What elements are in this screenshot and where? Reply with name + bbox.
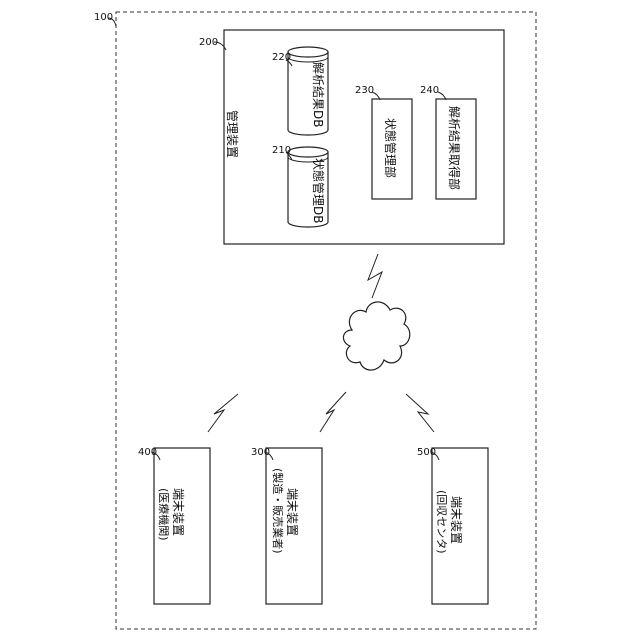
analysis-result-acquisition-unit-ref: 240 [420,85,439,96]
terminal-collection-line2: (回収センタ) [435,490,448,554]
terminal-medical-line2: (医療機関) [157,488,171,541]
wireless-link-icon [320,392,346,432]
state-management-unit-label: 状態管理部 [383,118,398,178]
terminal-manufacturer-line1: 端末装置 [285,488,299,536]
management-device-label: 管理装置 [225,110,240,158]
network-cloud-icon [343,302,409,370]
wireless-link-icon [208,394,238,432]
wireless-link-icon [406,394,434,432]
system-ref: 100 [94,12,113,23]
state-management-unit-ref: 230 [355,85,374,96]
state-management-db: 状態管理DB [288,147,328,227]
terminal-manufacturer-line2: (製造・販売業者) [271,468,285,554]
terminal-collection-line1: 端末装置 [449,496,463,544]
analysis-result-acquisition-unit-label: 解析結果取得部 [447,106,462,190]
terminal-medical-line1: 端末装置 [171,488,185,536]
wireless-link-icon [368,254,382,298]
state-management-db-label: 状態管理DB [311,158,326,223]
analysis-result-db-label: 解析結果DB [311,62,325,127]
analysis-result-db: 解析結果DB [288,47,328,135]
